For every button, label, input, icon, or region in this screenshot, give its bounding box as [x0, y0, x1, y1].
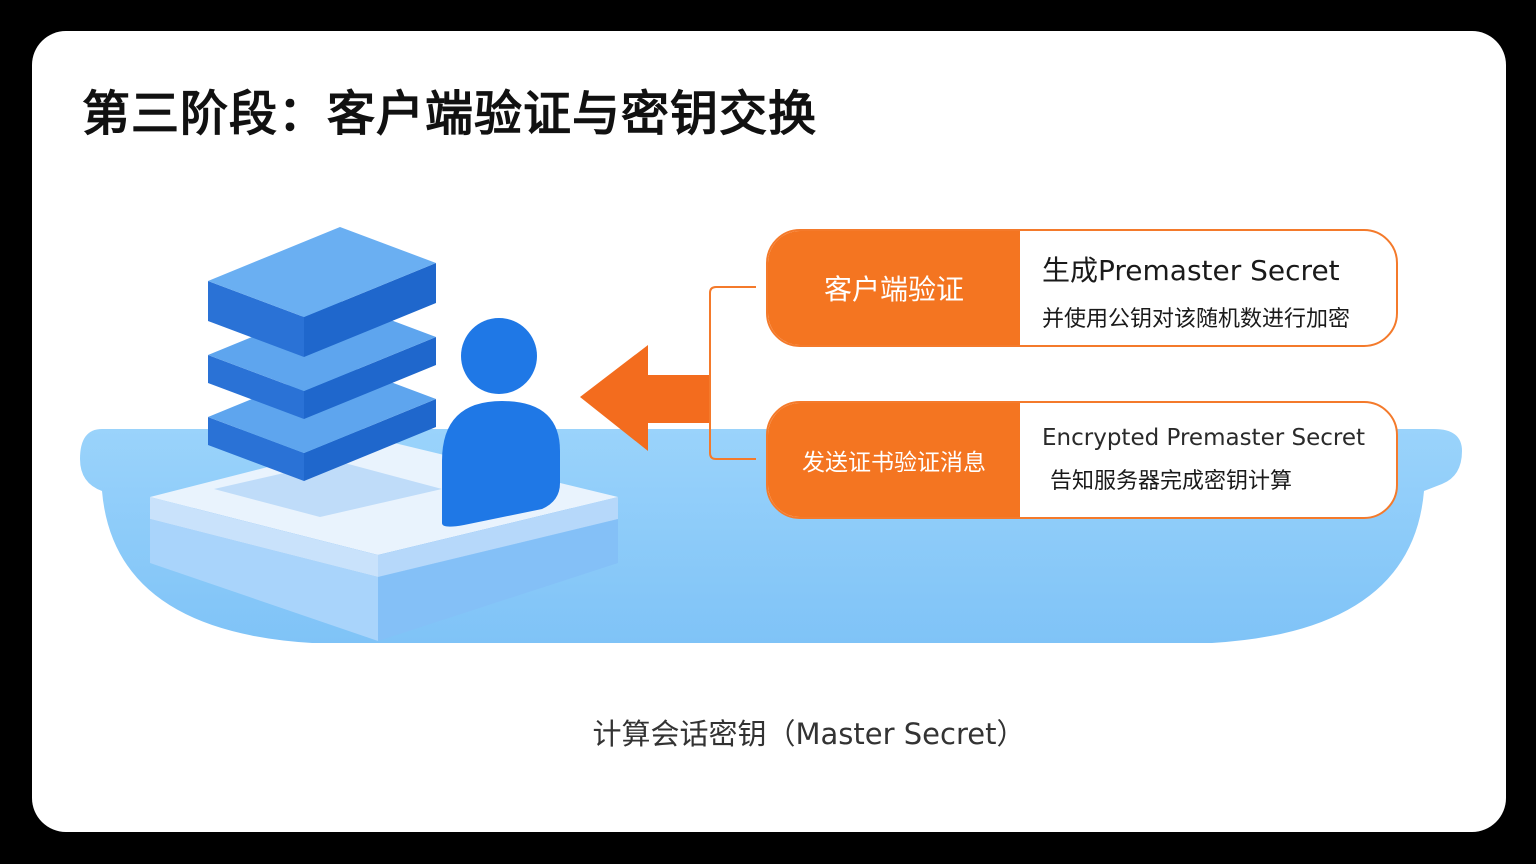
arrow-left-icon: [580, 345, 710, 451]
server-stack-icon: [208, 227, 436, 481]
step-body: Encrypted Premaster Secret 告知服务器完成密钥计算: [1042, 403, 1388, 517]
illustration: [80, 227, 1462, 643]
step-description: 并使用公钥对该随机数进行加密: [1042, 307, 1351, 332]
page-title: 第三阶段：客户端验证与密钥交换: [82, 86, 818, 142]
caption: 计算会话密钥（Master Secret）: [592, 717, 1026, 751]
slide: 第三阶段：客户端验证与密钥交换: [32, 31, 1506, 832]
step-title: 生成Premaster Secret: [1042, 254, 1340, 287]
step-label: 发送证书验证消息: [768, 403, 1020, 517]
step-card-cert-verify: 发送证书验证消息 Encrypted Premaster Secret 告知服务…: [766, 401, 1398, 519]
user-icon: [442, 318, 560, 527]
step-body: 生成Premaster Secret 并使用公钥对该随机数进行加密: [1042, 231, 1388, 345]
step-description: 告知服务器完成密钥计算: [1050, 469, 1293, 494]
connector-bracket: [709, 286, 756, 460]
step-card-client-verify: 客户端验证 生成Premaster Secret 并使用公钥对该随机数进行加密: [766, 229, 1398, 347]
step-title: Encrypted Premaster Secret: [1042, 425, 1365, 451]
step-label: 客户端验证: [768, 231, 1020, 345]
platform: [150, 439, 618, 641]
